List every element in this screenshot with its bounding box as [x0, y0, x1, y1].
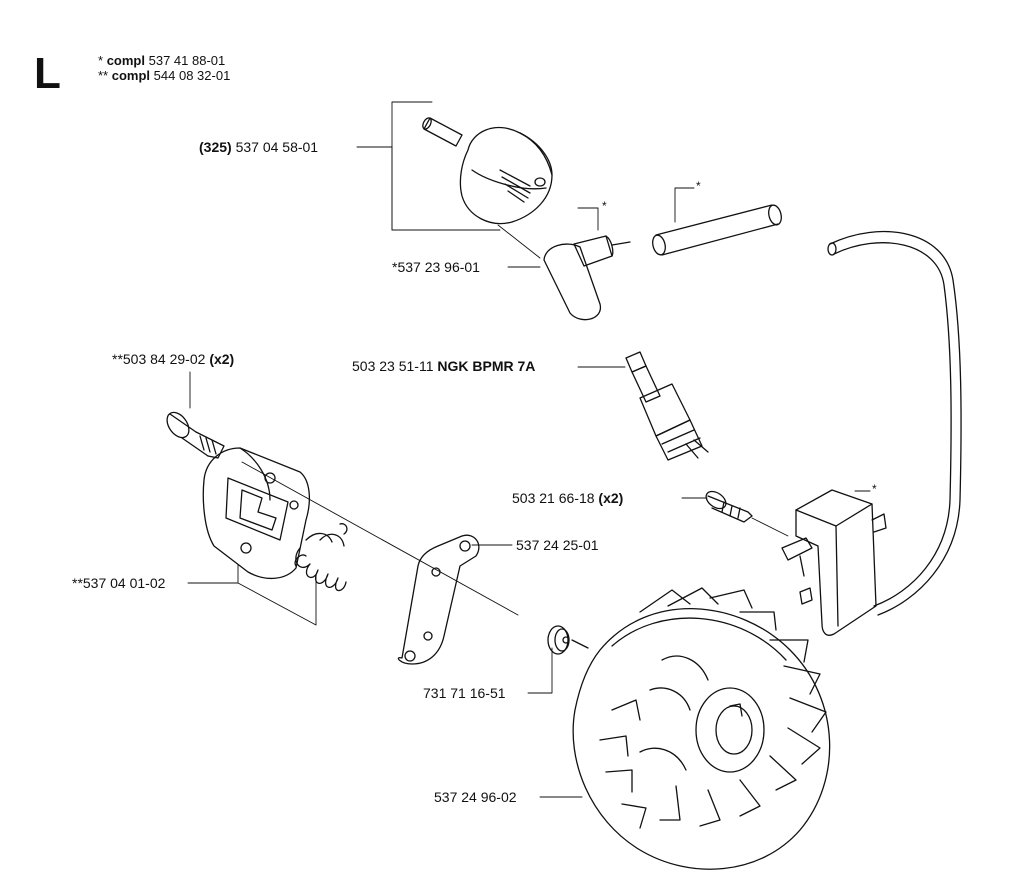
label-cap-ref: (325) [199, 139, 232, 155]
label-bracket-plate: 537 24 25-01 [516, 537, 599, 553]
kit-marker-1: * [98, 53, 104, 68]
coil-asterisk: * [872, 482, 877, 496]
kit-word-1: compl [106, 53, 145, 68]
label-cap-num: 537 04 58-01 [235, 139, 319, 155]
section-letter: L [34, 49, 61, 98]
coil-screw [705, 490, 789, 537]
clutch-spring [294, 523, 348, 592]
label-screw-top-qty: (x2) [209, 351, 235, 367]
flywheel [572, 587, 831, 870]
washer [547, 625, 589, 655]
cap-pin [422, 117, 463, 147]
assembly-axis-line [241, 461, 519, 616]
label-screw-top-num: **503 84 29-02 [112, 351, 206, 367]
label-screw-coil-qty: (x2) [598, 490, 624, 506]
rubber-tube [652, 204, 782, 256]
label-clutch-screw: **503 84 29-02 (x2) [112, 351, 234, 367]
tube-asterisk: * [696, 179, 701, 193]
label-plug-boot: *537 23 96-01 [392, 259, 480, 275]
ignition-coil [781, 489, 887, 636]
plug-boot [543, 235, 631, 321]
kit-line-2: ** compl 544 08 32-01 [98, 68, 230, 83]
label-plug-name: NGK BPMR 7A [437, 358, 536, 374]
label-washer: 731 71 16-51 [423, 685, 506, 701]
cap-cover [459, 126, 553, 225]
kit-number-1: 537 41 88-01 [148, 53, 226, 68]
label-coil-screw: 503 21 66-18 (x2) [512, 490, 623, 506]
kit-line-1: * compl 537 41 88-01 [98, 53, 225, 68]
kit-word-2: compl [111, 68, 151, 83]
label-cap-cover: (325) 537 04 58-01 [199, 139, 318, 155]
kit-number-2: 544 08 32-01 [153, 68, 231, 83]
bracket-plate [397, 534, 480, 665]
label-plug-num: 503 23 51-11 [352, 358, 434, 374]
clutch-block [202, 447, 311, 579]
label-screw-coil-num: 503 21 66-18 [512, 490, 595, 506]
kit-marker-2: ** [98, 68, 109, 83]
label-flywheel: 537 24 96-02 [434, 789, 517, 805]
clutch-screw [166, 411, 225, 459]
label-spark-plug: 503 23 51-11 NGK BPMR 7A [352, 358, 535, 374]
label-clutch: **537 04 01-02 [72, 575, 166, 591]
ignition-cable [827, 230, 962, 616]
boot-asterisk: * [602, 199, 607, 213]
leader-lines [187, 101, 871, 798]
spark-plug [625, 351, 709, 461]
